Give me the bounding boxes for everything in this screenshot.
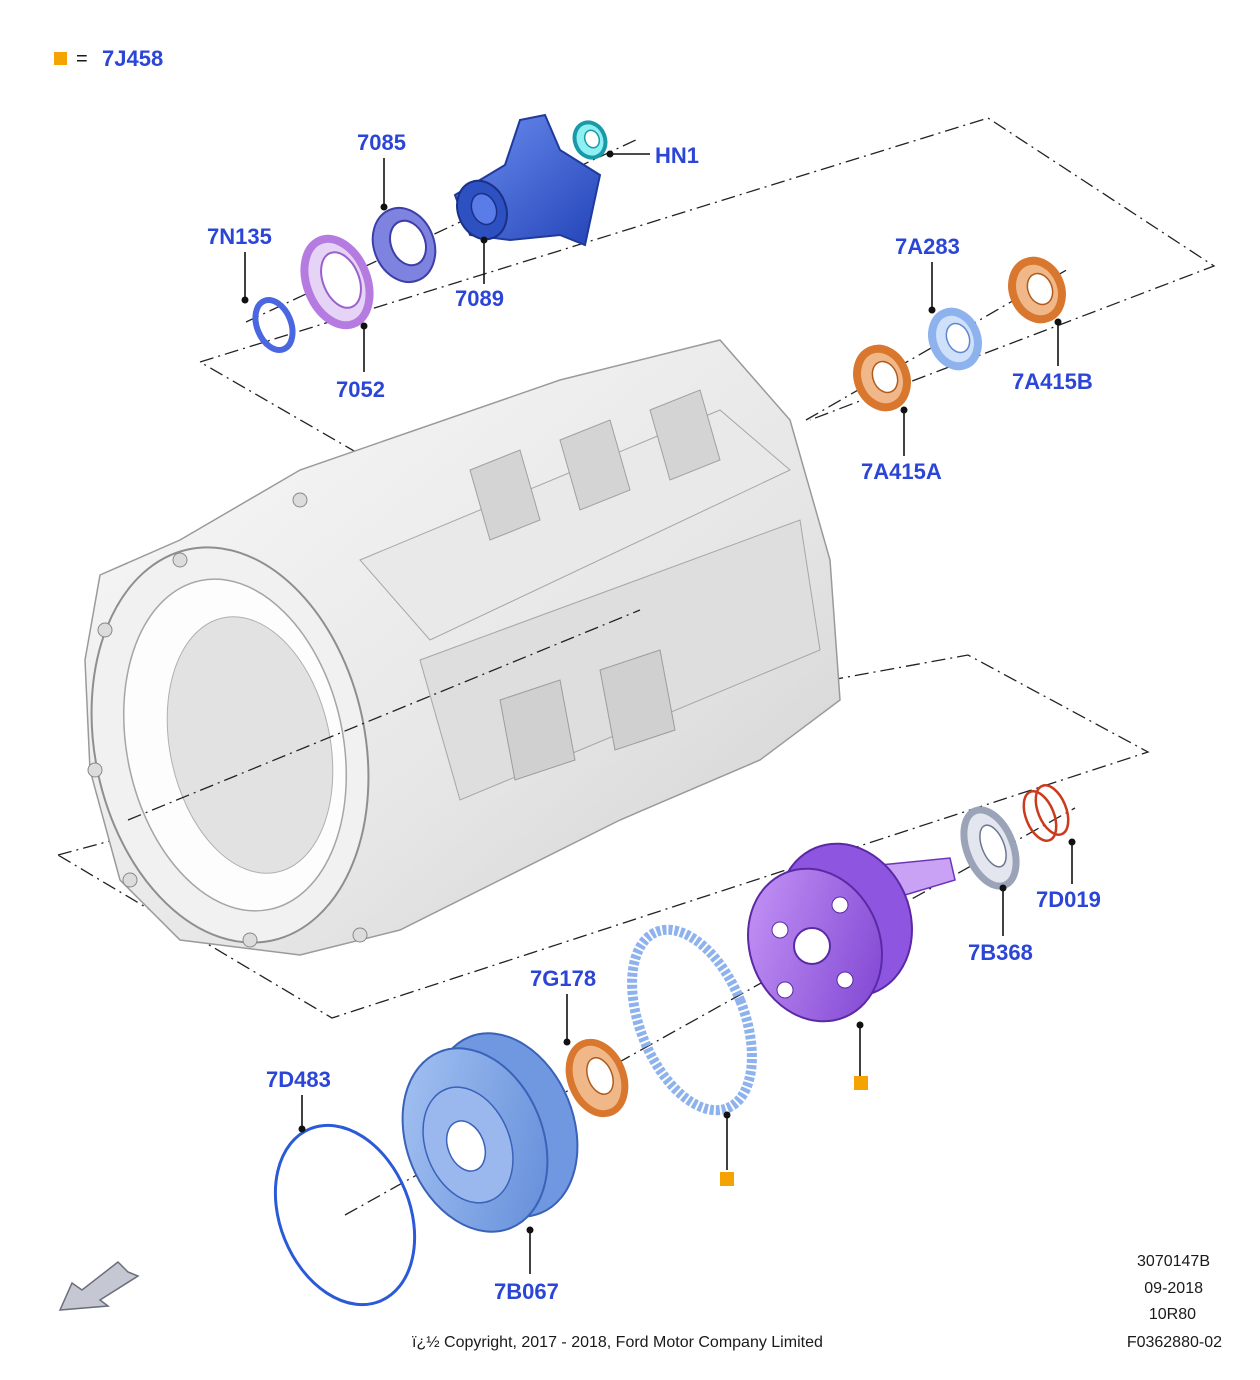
part-hn1-seal[interactable] (569, 118, 610, 163)
legend: = 7J458 (54, 46, 163, 71)
part-7b067-drum[interactable] (376, 1011, 603, 1253)
label-7n135: 7N135 (207, 224, 272, 249)
axis-housing (127, 609, 641, 821)
label-7a415b: 7A415B (1012, 369, 1093, 394)
arrow-icon (58, 1261, 140, 1311)
legend-code: 7J458 (102, 46, 163, 71)
legend-swatch (54, 52, 67, 65)
part-7a283-ring[interactable] (924, 305, 986, 373)
part-7089-yoke[interactable] (449, 113, 602, 247)
copyright-text: ï¿½ Copyright, 2017 - 2018, Ford Motor C… (412, 1334, 823, 1351)
label-7d483: 7D483 (266, 1067, 331, 1092)
legend-equals: = (76, 48, 88, 70)
part-7d483-snap-ring[interactable] (250, 1104, 440, 1325)
label-hn1: HN1 (655, 143, 699, 168)
label-7a415a: 7A415A (861, 459, 942, 484)
part-7b368-washer[interactable] (954, 802, 1027, 893)
part-7052-seal[interactable] (292, 229, 381, 335)
part-7085-bearing[interactable] (362, 199, 446, 292)
label-7b067: 7B067 (494, 1279, 559, 1304)
label-7a283: 7A283 (895, 234, 960, 259)
leader-lines (241, 150, 1076, 1274)
part-7d019-ring[interactable] (1017, 781, 1074, 846)
assembly-box-top (199, 117, 1216, 467)
info-line-4: F0362880-02 (1127, 1334, 1222, 1351)
info-line-1: 3070147B (1137, 1253, 1210, 1270)
info-line-2: 09-2018 (1144, 1280, 1203, 1297)
marker-7j458-tone-ring (720, 1172, 734, 1186)
part-7a415a-ring[interactable] (849, 341, 916, 415)
label-7089: 7089 (455, 286, 504, 311)
label-7085: 7085 (357, 130, 406, 155)
part-tone-ring[interactable] (608, 912, 776, 1127)
part-7g178-washer[interactable] (559, 1034, 635, 1122)
transmission-housing (84, 339, 841, 956)
label-7b368: 7B368 (968, 940, 1033, 965)
info-line-3: 10R80 (1149, 1306, 1196, 1323)
part-planetary-carrier[interactable] (726, 823, 956, 1041)
part-7a415b-ring[interactable] (1004, 253, 1071, 327)
label-7d019: 7D019 (1036, 887, 1101, 912)
label-7g178: 7G178 (530, 966, 596, 991)
marker-7j458-carrier (854, 1076, 868, 1090)
part-7n135-retainer[interactable] (248, 295, 299, 356)
label-7052: 7052 (336, 377, 385, 402)
